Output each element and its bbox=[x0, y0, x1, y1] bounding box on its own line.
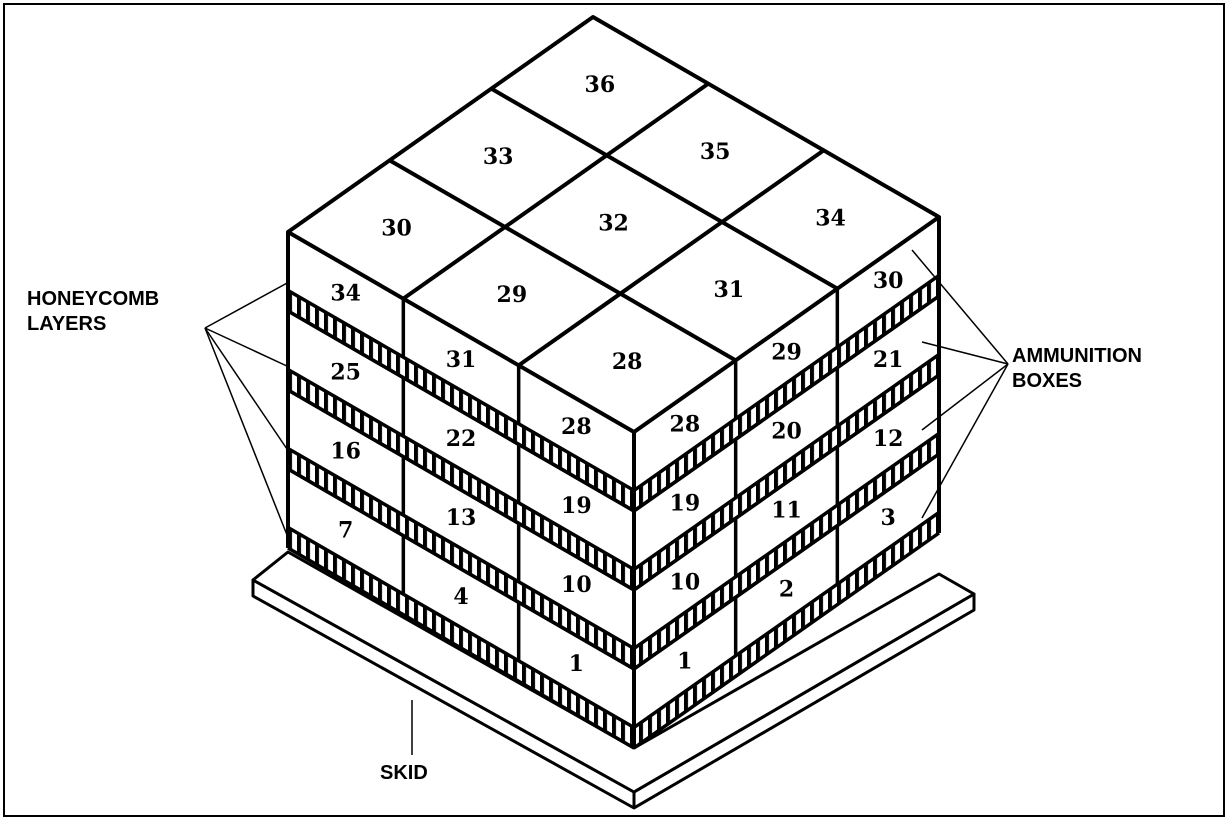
right-face-box-number: 3 bbox=[881, 505, 896, 531]
left-face-box-number: 4 bbox=[453, 584, 468, 610]
left-face-honeycomb-layer bbox=[288, 448, 634, 669]
skid-label: SKID bbox=[380, 761, 428, 786]
right-face-layer-edge bbox=[632, 274, 941, 492]
right-face-box-number: 28 bbox=[670, 411, 701, 437]
left-face-honeycomb-layer bbox=[288, 369, 634, 590]
right-face-box-number: 29 bbox=[771, 340, 802, 366]
right-face-honeycomb-layer bbox=[634, 354, 939, 590]
right-face-box-number: 30 bbox=[873, 268, 904, 294]
top-box-number: 34 bbox=[815, 206, 846, 232]
honeycomb-label-line1: HONEYCOMB bbox=[27, 288, 160, 310]
top-box-number: 32 bbox=[598, 211, 629, 237]
right-face-box-number: 2 bbox=[779, 577, 794, 603]
top-box-number: 36 bbox=[585, 72, 616, 98]
right-face-box-number: 11 bbox=[771, 498, 802, 524]
ammunition-label-line2: BOXES bbox=[1012, 370, 1083, 392]
left-face-layer-edge bbox=[287, 546, 635, 750]
honeycomb-layers-label: HONEYCOMB LAYERS bbox=[27, 287, 159, 337]
right-face-box-number: 20 bbox=[771, 419, 802, 445]
left-face-layer-edge bbox=[287, 309, 635, 513]
left-face-box-number: 22 bbox=[446, 426, 477, 452]
left-face-layer-edge bbox=[287, 367, 635, 571]
left-face-box-number: 31 bbox=[446, 347, 477, 373]
left-face-layer-edge bbox=[287, 446, 635, 650]
right-face-honeycomb-layer bbox=[634, 433, 939, 669]
right-face-box-number: 12 bbox=[873, 426, 904, 452]
left-face-layer-edge bbox=[287, 288, 635, 492]
top-face-grid-line bbox=[517, 148, 825, 367]
left-face-honeycomb-layer bbox=[288, 290, 634, 511]
left-face-layer-edge bbox=[287, 388, 635, 592]
right-face-layer-edge bbox=[632, 373, 941, 592]
ammunition-label-line1: AMMUNITION bbox=[1012, 345, 1142, 367]
top-box-number: 29 bbox=[497, 282, 528, 308]
top-box-number: 35 bbox=[700, 139, 731, 165]
left-face-box-number: 1 bbox=[569, 651, 584, 677]
right-face-layer-edge bbox=[632, 294, 941, 513]
skid bbox=[251, 550, 976, 810]
top-box-number: 31 bbox=[714, 277, 745, 303]
left-face-box-number: 7 bbox=[338, 518, 353, 544]
left-face-box-number: 19 bbox=[561, 493, 592, 519]
figure-border bbox=[3, 3, 1225, 817]
top-box-number: 33 bbox=[483, 144, 514, 170]
ammunition-leader-lines bbox=[911, 249, 1009, 519]
right-face-honeycomb-layer bbox=[634, 275, 939, 511]
left-face-box-number: 28 bbox=[561, 414, 592, 440]
left-face-layer-edge bbox=[287, 525, 635, 729]
right-face-layer-edge bbox=[632, 511, 941, 729]
left-face-box-number: 25 bbox=[330, 360, 361, 386]
honeycomb-leader-lines bbox=[204, 281, 290, 541]
right-face-box-number: 1 bbox=[677, 648, 692, 674]
right-face-box-number: 19 bbox=[670, 490, 701, 516]
top-face-grid-line bbox=[388, 158, 737, 363]
left-face: 28 31 34 19 22 25 10 13 16 1 4 7 bbox=[286, 230, 636, 750]
left-face-layer-edge bbox=[287, 467, 635, 671]
right-face-layer-edge bbox=[632, 452, 941, 671]
right-face-layer-edge bbox=[632, 353, 941, 571]
top-box-number: 30 bbox=[381, 216, 412, 242]
right-face-honeycomb-layer bbox=[634, 512, 939, 748]
left-face-box-number: 34 bbox=[330, 281, 361, 307]
left-face-box-number: 13 bbox=[446, 505, 477, 531]
right-face-layer-edge bbox=[632, 432, 941, 650]
skid-label-text: SKID bbox=[380, 762, 428, 784]
right-face-box-number: 21 bbox=[873, 347, 904, 373]
top-face: 36 35 33 34 32 30 31 29 28 bbox=[286, 15, 941, 434]
left-face-box-number: 10 bbox=[561, 572, 592, 598]
honeycomb-label-line2: LAYERS bbox=[27, 313, 107, 335]
top-box-number: 28 bbox=[612, 349, 643, 375]
ammunition-boxes-label: AMMUNITION BOXES bbox=[1012, 344, 1142, 394]
left-face-honeycomb-layer bbox=[288, 527, 634, 748]
top-face-grid-line bbox=[402, 82, 710, 301]
top-face-grid-line bbox=[490, 86, 839, 291]
right-face-layer-edge bbox=[632, 531, 941, 750]
left-face-box-number: 16 bbox=[330, 439, 361, 465]
right-face-box-number: 10 bbox=[670, 569, 701, 595]
